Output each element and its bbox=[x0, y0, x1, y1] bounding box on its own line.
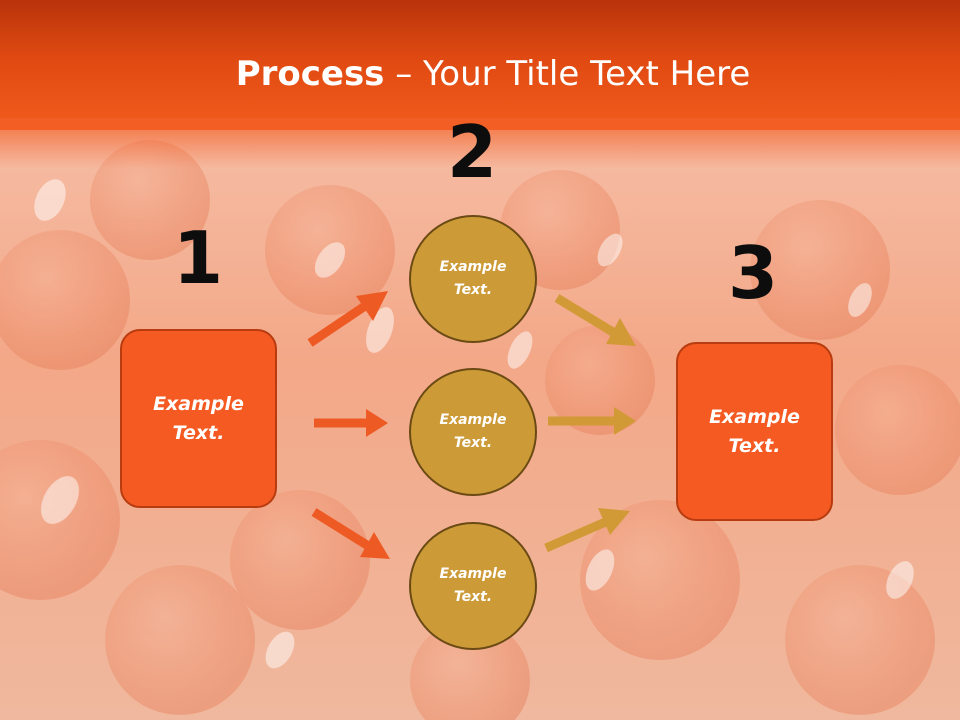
title-bold: Process bbox=[235, 54, 385, 94]
title-bar-fade bbox=[0, 118, 960, 168]
gold-arrow-down bbox=[554, 294, 636, 346]
orange-arrow-up bbox=[307, 291, 388, 347]
gold-arrow-up bbox=[544, 508, 630, 553]
step-1-number: 1 bbox=[172, 216, 224, 300]
orange-arrow-middle bbox=[314, 409, 388, 437]
step-3-number: 3 bbox=[727, 231, 779, 315]
step-2-number: 2 bbox=[446, 110, 498, 194]
gold-arrow-middle bbox=[548, 407, 636, 435]
slide-title[interactable]: Process – Your Title Text Here bbox=[0, 52, 960, 96]
title-rest: – Your Title Text Here bbox=[384, 54, 751, 94]
orange-arrow-down bbox=[311, 508, 390, 559]
title-bar bbox=[0, 0, 960, 130]
